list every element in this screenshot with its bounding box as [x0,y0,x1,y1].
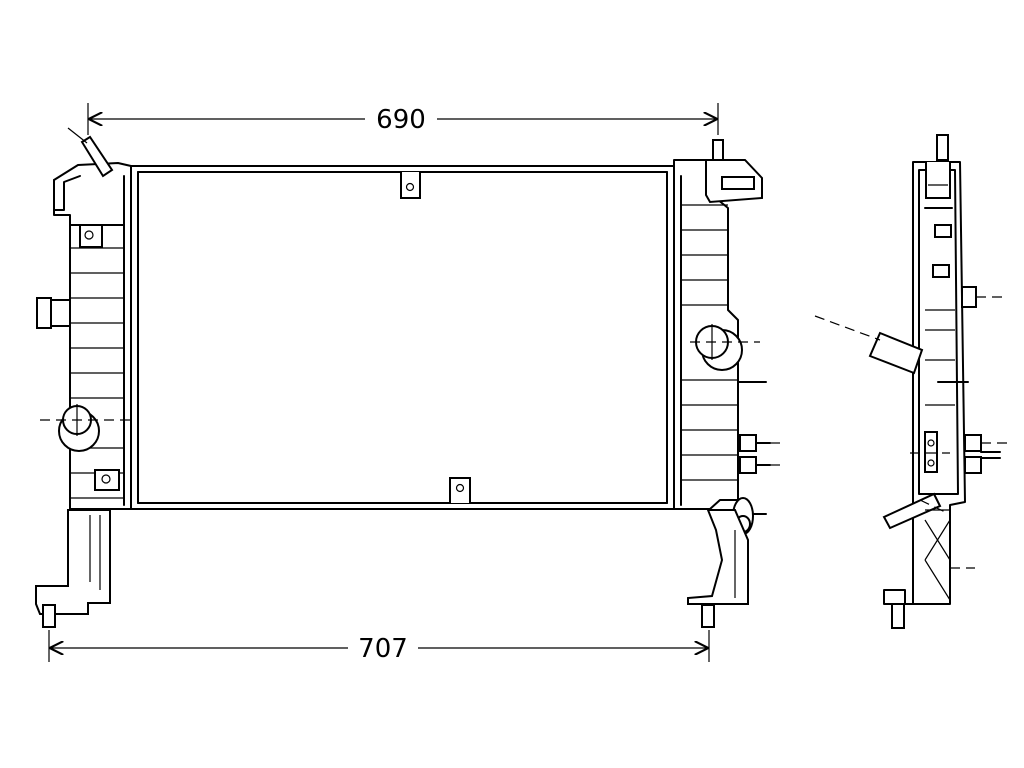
right-tank [673,139,784,628]
core-bottom-tab [449,477,471,503]
left-mount-upper [79,224,103,248]
right-tank-fins [681,204,738,481]
left-mount-lower [94,469,120,491]
dimension-label-707: 707 [358,634,408,664]
side-bottom-post [891,603,905,629]
right-connector-upper [739,434,757,452]
core-top-tab [400,172,421,199]
side-clip-lower-a [964,434,982,452]
side-top-post [936,134,949,161]
radiator-side-view [814,134,1008,629]
left-inlet-stub [80,135,114,178]
left-tank-fins [70,247,124,499]
side-clip-lower-b [964,456,982,474]
side-clip-upper [961,286,977,308]
radiator-core [130,165,675,510]
side-rect-upper [934,224,952,238]
dimension-label-690: 690 [376,105,426,135]
dimension-bottom: 707 [48,630,710,664]
right-top-post [712,139,724,163]
right-connector-lower [739,456,757,474]
side-rect-middle [932,264,950,278]
left-bottom-leg [35,509,111,615]
right-bottom-leg [687,509,749,605]
side-inlet [868,331,924,375]
left-side-clip [36,297,52,329]
left-tank [35,127,132,628]
dimension-top: 690 [87,103,719,135]
